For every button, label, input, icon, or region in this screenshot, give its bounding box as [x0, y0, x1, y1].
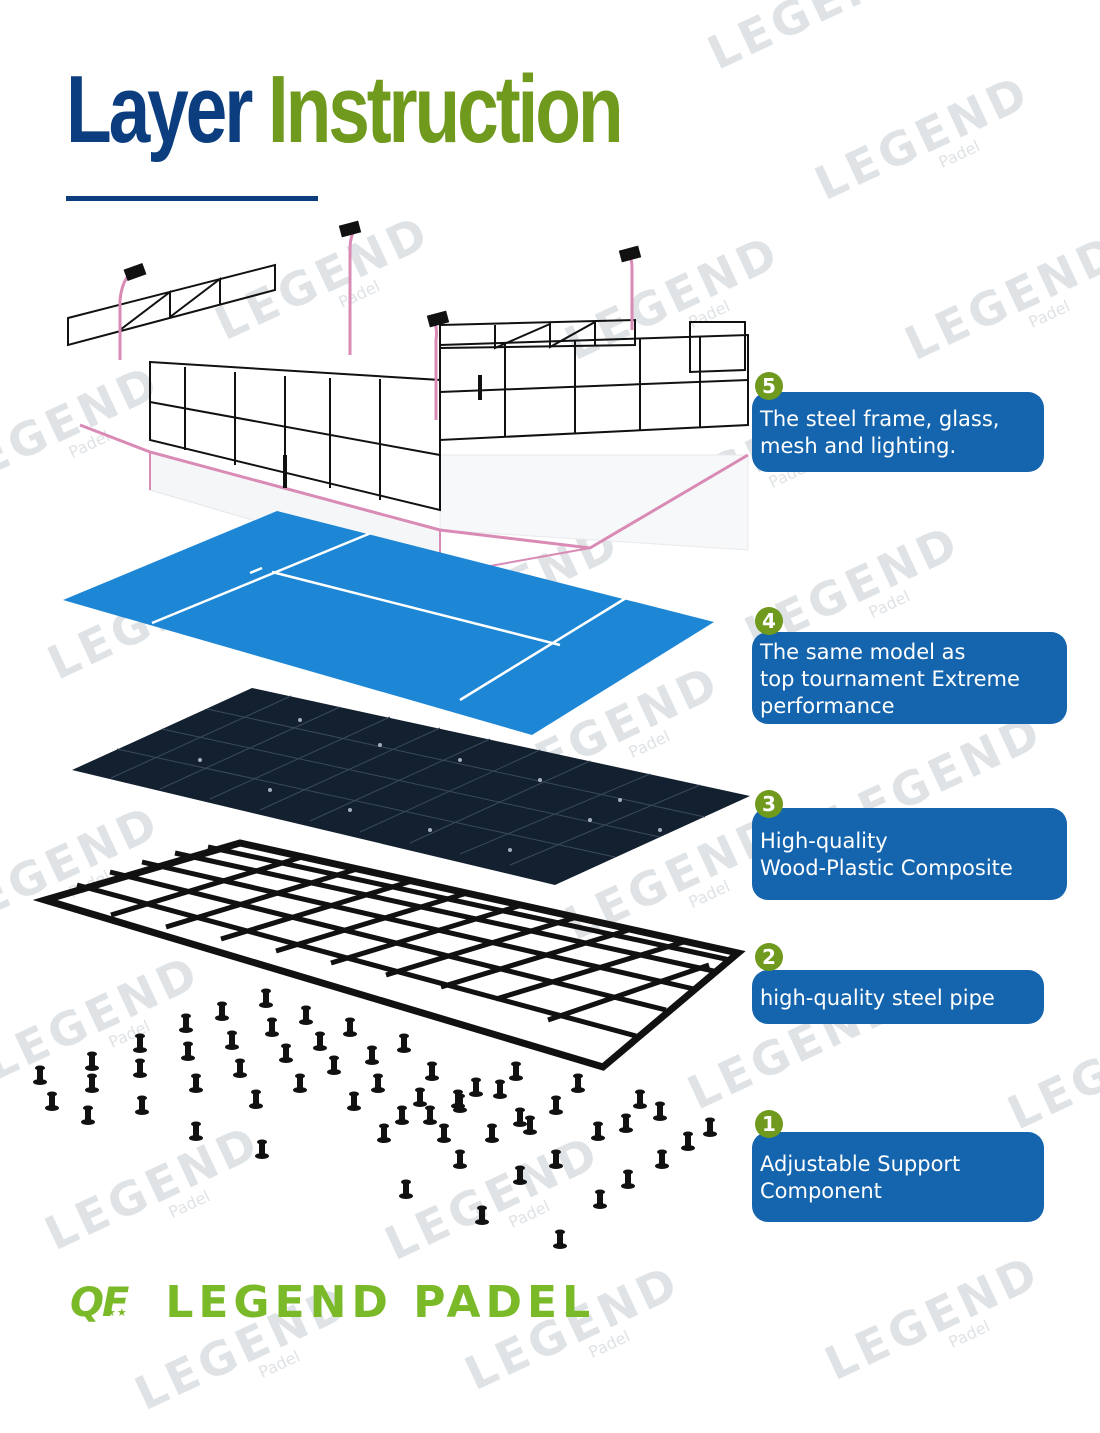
support-pedestal: [81, 1105, 95, 1125]
support-pedestal: [571, 1073, 585, 1093]
support-pedestal: [591, 1121, 605, 1141]
support-pedestal: [553, 1229, 567, 1249]
title-word-1: Layer: [66, 56, 253, 163]
brand-logo-stars: ★★: [106, 1305, 128, 1319]
layer-4-badge: 4: [755, 607, 783, 635]
support-pedestal: [225, 1030, 239, 1050]
layer-4-callout: The same model as top tournament Extreme…: [752, 632, 1067, 724]
support-pedestal: [135, 1095, 149, 1115]
support-pedestal: [181, 1041, 195, 1061]
support-pedestal: [327, 1055, 341, 1075]
right-mesh-wall: [439, 333, 749, 442]
support-pedestal: [549, 1095, 563, 1115]
support-pedestal: [621, 1169, 635, 1189]
layer-2-badge: 2: [755, 943, 783, 971]
support-pedestal: [437, 1123, 451, 1143]
layer-4-line-3: performance: [760, 693, 895, 718]
support-pedestal: [425, 1061, 439, 1081]
support-pedestal: [413, 1087, 427, 1107]
support-pedestal: [347, 1091, 361, 1111]
support-pedestal: [133, 1058, 147, 1078]
support-pedestal: [45, 1091, 59, 1111]
support-pedestal: [633, 1089, 647, 1109]
support-pedestal: [255, 1139, 269, 1159]
light-poles: [118, 227, 634, 420]
support-pedestal: [85, 1073, 99, 1093]
support-pedestal: [279, 1043, 293, 1063]
support-pedestal: [593, 1189, 607, 1209]
support-pedestal: [343, 1017, 357, 1037]
layer-1-badge: 1: [755, 1110, 783, 1138]
support-pedestal: [85, 1051, 99, 1071]
layer-4-line-2: top tournament Extreme: [760, 666, 1020, 691]
support-pedestal: [619, 1113, 633, 1133]
layer-5-line-2: mesh and lighting.: [760, 434, 957, 458]
title-word-2: Instruction: [267, 56, 624, 163]
title-underline: [66, 196, 318, 201]
brand-logo: QF ★★: [70, 1279, 129, 1326]
support-pedestal: [293, 1073, 307, 1093]
support-pedestal: [215, 1001, 229, 1021]
support-pedestal: [513, 1107, 527, 1127]
support-pedestal: [485, 1123, 499, 1143]
brand-footer: QF ★★ LEGEND PADEL: [70, 1277, 595, 1328]
layer-2-callout: high-quality steel pipe: [752, 970, 1044, 1024]
support-pedestal: [475, 1205, 489, 1225]
support-pedestal: [249, 1089, 263, 1109]
support-pedestal: [509, 1061, 523, 1081]
front-mesh-fence: [149, 360, 441, 512]
support-pedestal: [493, 1079, 507, 1099]
layer-1-line-2: Component: [760, 1179, 882, 1203]
frame-layer: [67, 220, 749, 577]
support-pedestal: [395, 1105, 409, 1125]
support-pedestal: [655, 1149, 669, 1169]
support-pedestal: [469, 1077, 483, 1097]
layer-1-line-1: Adjustable Support: [760, 1152, 961, 1176]
court-surface-layer: [63, 511, 714, 735]
support-pedestal: [299, 1005, 313, 1025]
support-pedestal: [399, 1179, 413, 1199]
support-pedestal: [523, 1115, 537, 1135]
layer-3-line-1: High-quality: [760, 829, 888, 853]
support-pedestal: [703, 1117, 717, 1137]
support-pedestal: [453, 1149, 467, 1169]
page-title: Layer Instruction: [66, 62, 624, 158]
layer-1-callout: Adjustable Support Component: [752, 1132, 1044, 1222]
layer-2-line-1: high-quality steel pipe: [760, 985, 995, 1010]
support-pedestal: [653, 1101, 667, 1121]
support-pedestal: [265, 1017, 279, 1037]
support-pedestal: [549, 1149, 563, 1169]
layer-3-badge: 3: [755, 790, 783, 818]
support-pedestal: [233, 1058, 247, 1078]
brand-name: LEGEND PADEL: [165, 1277, 596, 1328]
support-pedestal: [397, 1033, 411, 1053]
layer-3-line-2: Wood-Plastic Composite: [760, 856, 1013, 880]
support-pedestal: [33, 1065, 47, 1085]
back-mesh-wall: [67, 263, 276, 347]
support-pedestal: [189, 1073, 203, 1093]
support-pedestal: [681, 1131, 695, 1151]
wpc-panel-layer: [72, 688, 750, 885]
support-pedestal: [451, 1089, 465, 1109]
layer-3-callout: High-quality Wood-Plastic Composite: [752, 808, 1067, 900]
support-pedestal: [513, 1165, 527, 1185]
support-pedestal: [189, 1121, 203, 1141]
support-pedestal: [179, 1013, 193, 1033]
layer-5-line-1: The steel frame, glass,: [760, 407, 1000, 431]
support-pedestal: [259, 988, 273, 1008]
layer-4-line-1: The same model as: [760, 639, 966, 664]
steel-pipe-grid-layer: [32, 839, 746, 1071]
support-pedestal: [133, 1033, 147, 1053]
support-pedestals-layer: [33, 988, 717, 1249]
support-pedestal: [371, 1073, 385, 1093]
brand-logo-letters: QF: [70, 1279, 129, 1326]
support-pedestal: [313, 1031, 327, 1051]
support-pedestal: [365, 1045, 379, 1065]
support-pedestal: [423, 1105, 437, 1125]
layer-5-callout: The steel frame, glass, mesh and lightin…: [752, 392, 1044, 472]
court-exploded-illustration: [32, 220, 750, 1249]
support-pedestal: [377, 1123, 391, 1143]
layer-5-badge: 5: [755, 372, 783, 400]
